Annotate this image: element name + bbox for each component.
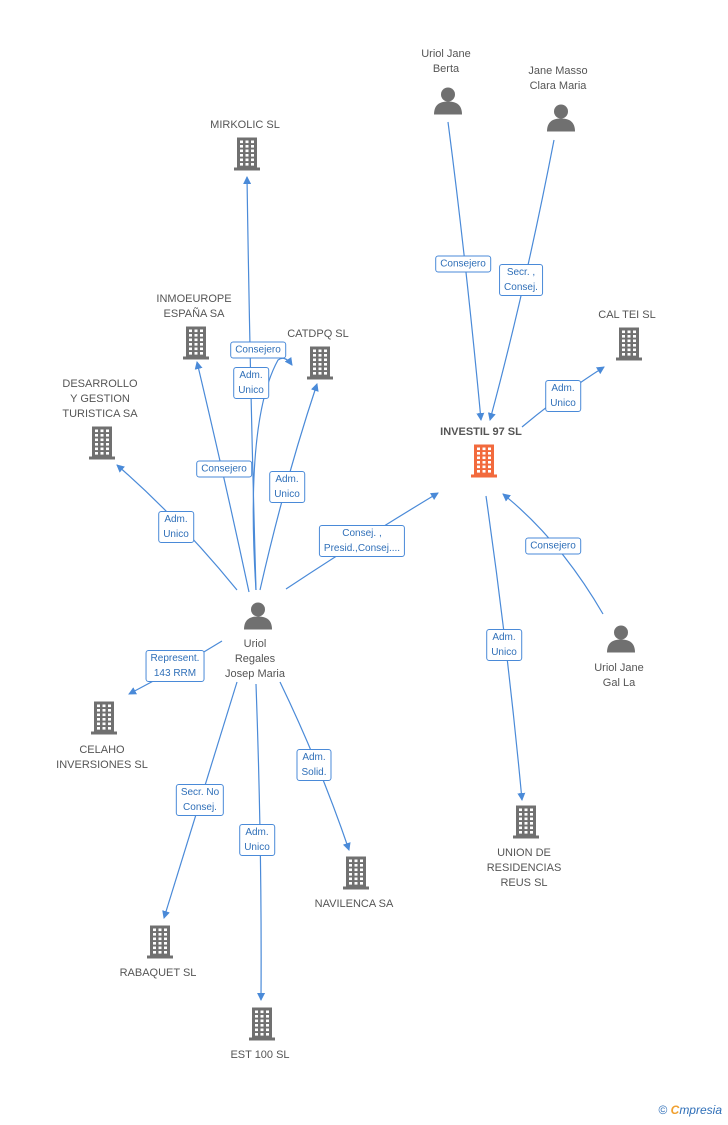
node-label-jane-masso[interactable]: Jane Masso Clara Maria [528, 65, 588, 92]
edge-label-regales-navilenca[interactable]: Adm. Solid. [296, 749, 332, 781]
node-label-navilenca[interactable]: NAVILENCA SA [314, 898, 394, 910]
node-label-celaho[interactable]: CELAHO INVERSIONES SL [56, 744, 148, 771]
brand-logo-rest: mpresia [679, 1103, 722, 1117]
edge-label-regales-rabaquet[interactable]: Secr. No Consej. [175, 784, 225, 816]
building-icon-mirkolic[interactable] [232, 137, 262, 176]
edge-label-masso-investil[interactable]: Secr. , Consej. [499, 264, 543, 296]
node-label-uriol-jane-gal[interactable]: Uriol Jane Gal La [594, 662, 644, 689]
edge-label-regales-inmoeurope[interactable]: Consejero [196, 460, 252, 478]
copyright-symbol: © [658, 1103, 668, 1117]
edge-label-regales-catdpq-consejero[interactable]: Consejero [230, 341, 286, 359]
node-label-rabaquet[interactable]: RABAQUET SL [119, 967, 197, 979]
node-label-cal-tei[interactable]: CAL TEI SL [598, 309, 656, 321]
person-icon-uriol-regales[interactable] [243, 601, 273, 636]
edge-label-galla-investil[interactable]: Consejero [525, 537, 581, 555]
node-label-desarrollo[interactable]: DESARROLLO Y GESTION TURISTICA SA [62, 378, 138, 420]
edge-label-investil-caltei[interactable]: Adm. Unico [545, 380, 581, 412]
building-icon-catdpq[interactable] [305, 346, 335, 385]
building-icon-investil-focus[interactable] [469, 444, 499, 483]
node-label-inmoeurope[interactable]: INMOEUROPE ESPAÑA SA [156, 293, 232, 320]
edge-label-regales-celaho[interactable]: Represent. 143 RRM [145, 650, 205, 682]
person-icon-jane-masso[interactable] [546, 103, 576, 138]
node-label-union[interactable]: UNION DE RESIDENCIAS REUS SL [486, 847, 562, 889]
node-label-est100[interactable]: EST 100 SL [230, 1049, 290, 1061]
building-icon-navilenca[interactable] [341, 856, 371, 895]
edge-label-regales-mirkolic[interactable]: Adm. Unico [233, 367, 269, 399]
node-label-investil[interactable]: INVESTIL 97 SL [440, 426, 522, 438]
edge-label-regales-est100[interactable]: Adm. Unico [239, 824, 275, 856]
node-label-uriol-regales[interactable]: Uriol Regales Josep Maria [225, 638, 285, 680]
person-icon-uriol-jane-gal[interactable] [606, 624, 636, 659]
copyright-notice: © Cmpresia [658, 1103, 722, 1117]
edge-label-investil-union[interactable]: Adm. Unico [486, 629, 522, 661]
node-label-uriol-jane-berta[interactable]: Uriol Jane Berta [421, 48, 471, 75]
building-icon-desarrollo[interactable] [87, 426, 117, 465]
node-label-mirkolic[interactable]: MIRKOLIC SL [210, 119, 280, 131]
building-icon-celaho[interactable] [89, 701, 119, 740]
edge-label-regales-catdpq[interactable]: Adm. Unico [269, 471, 305, 503]
node-label-catdpq[interactable]: CATDPQ SL [287, 328, 349, 340]
building-icon-cal-tei[interactable] [614, 327, 644, 366]
edge-label-berta-investil[interactable]: Consejero [435, 255, 491, 273]
person-icon-uriol-jane-berta[interactable] [433, 86, 463, 121]
building-icon-rabaquet[interactable] [145, 925, 175, 964]
edge-label-regales-desarrollo[interactable]: Adm. Unico [158, 511, 194, 543]
brand-logo-first: C [670, 1103, 680, 1117]
edge-regales-inmoeurope [194, 361, 250, 593]
edge-label-regales-investil[interactable]: Consej. , Presid.,Consej.... [318, 525, 406, 557]
building-icon-union[interactable] [511, 805, 541, 844]
building-icon-est100[interactable] [247, 1007, 277, 1046]
building-icon-inmoeurope[interactable] [181, 326, 211, 365]
